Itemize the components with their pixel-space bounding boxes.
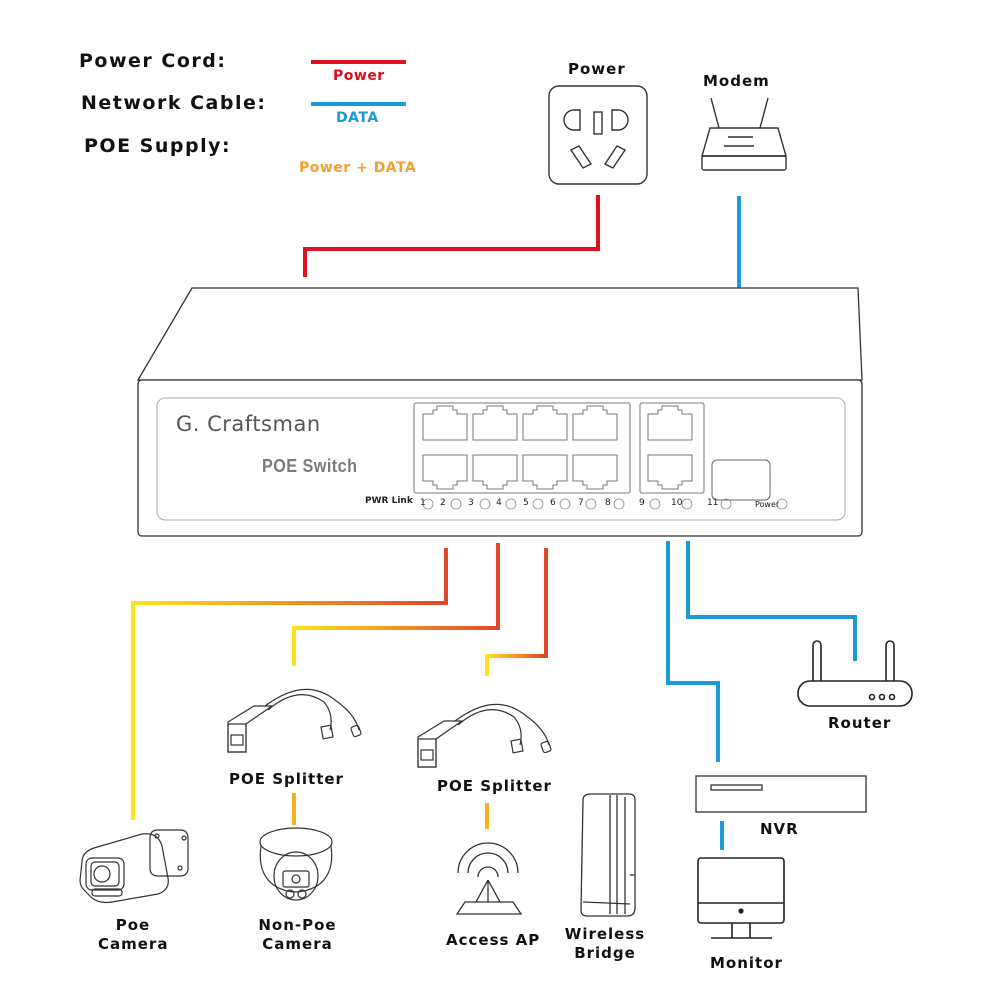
poe-splitter-2-label: POE Splitter: [437, 777, 552, 795]
wireless-bridge-label-line2: Bridge: [574, 944, 636, 962]
nvr-label: NVR: [760, 820, 799, 838]
monitor-label: Monitor: [710, 954, 783, 972]
port-led-6: [559, 498, 571, 510]
port-led-4: [505, 498, 517, 510]
wireless-bridge-icon: [580, 793, 636, 917]
rj45-port-8[interactable]: [572, 454, 618, 490]
port-number-label: 2: [440, 498, 446, 508]
poe-camera-icon: [79, 829, 189, 904]
poe-cable-splitter-2: [485, 548, 548, 676]
port-number-label: 6: [550, 498, 556, 508]
poe-splitter-1-label: POE Splitter: [229, 770, 344, 788]
modem-label: Modem: [703, 72, 770, 90]
port-led-10: [681, 498, 693, 510]
port-number-label: 9: [639, 498, 645, 508]
switch-brand: G. Craftsman: [176, 412, 321, 436]
legend-power-cord-title: Power Cord:: [79, 50, 227, 72]
wireless-bridge-label-line1: Wireless: [564, 925, 646, 943]
access-ap-label: Access AP: [446, 931, 541, 949]
port-led-5: [532, 498, 544, 510]
power-cord-cable: [303, 195, 600, 277]
poe-switch: [136, 287, 863, 537]
port-number-label: 5: [523, 498, 529, 508]
legend-network-cable-title: Network Cable:: [81, 92, 267, 114]
nvr-icon: [695, 775, 867, 813]
wireless-bridge-label: Wireless Bridge: [560, 925, 650, 963]
port-number-label: 4: [496, 498, 502, 508]
port-led-9: [649, 498, 661, 510]
access-ap-icon: [455, 842, 523, 915]
legend-power-label: Power: [333, 68, 385, 84]
port-number-label: 1: [420, 498, 426, 508]
port-number-label: 10: [671, 498, 683, 508]
poe-camera-label: Poe Camera: [98, 916, 168, 954]
legend-data-label: DATA: [336, 110, 379, 126]
router-icon: [797, 640, 913, 707]
power-led: [776, 498, 788, 510]
port-led-3: [479, 498, 491, 510]
poe-camera-label-line2: Camera: [98, 935, 169, 953]
port-group-1-8: [413, 402, 631, 494]
switch-model: POE Switch: [262, 456, 358, 476]
monitor-icon: [697, 857, 785, 939]
port-led-2: [450, 498, 462, 510]
rj45-port-9[interactable]: [647, 405, 693, 441]
legend-poe-label: Power + DATA: [299, 160, 417, 176]
power-socket-label: Power: [568, 60, 626, 78]
port-number-label: 8: [605, 498, 611, 508]
port-number-label: 11: [707, 498, 719, 508]
port-group-9-10: [639, 402, 705, 494]
poe-camera-label-line1: Poe: [115, 916, 151, 934]
rj45-port-10[interactable]: [647, 454, 693, 490]
pwr-link-label: PWR Link: [365, 496, 413, 506]
legend-poe-supply-title: POE Supply:: [84, 135, 232, 157]
port-led-1: [422, 498, 434, 510]
power-led-label: Power: [755, 500, 780, 509]
rj45-port-3[interactable]: [472, 405, 518, 441]
non-poe-camera-label-line2: Camera: [262, 935, 333, 953]
non-poe-camera-label-line1: Non-Poe: [258, 916, 337, 934]
data-cable-router: [686, 541, 857, 661]
rj45-port-4[interactable]: [472, 454, 518, 490]
data-cable-nvr: [666, 541, 720, 762]
port-led-11: [720, 498, 732, 510]
port-led-8: [613, 498, 625, 510]
port-number-label: 3: [468, 498, 474, 508]
router-label: Router: [828, 714, 892, 732]
rj45-port-5[interactable]: [522, 405, 568, 441]
non-poe-camera-icon: [259, 827, 333, 901]
modem-icon: [701, 97, 787, 171]
port-led-7: [585, 498, 597, 510]
poe-splitter-icon: [417, 703, 552, 768]
rj45-port-2[interactable]: [422, 454, 468, 490]
poe-cable-splitter-1: [292, 543, 500, 666]
sfp-port[interactable]: [711, 459, 771, 501]
power-socket-icon: [548, 85, 648, 185]
rj45-port-7[interactable]: [572, 405, 618, 441]
port-number-label: 7: [578, 498, 584, 508]
poe-splitter-icon: [227, 688, 362, 753]
rj45-port-6[interactable]: [522, 454, 568, 490]
poe-cable-poe-camera: [131, 548, 448, 820]
non-poe-camera-label: Non-Poe Camera: [250, 916, 345, 954]
rj45-port-1[interactable]: [422, 405, 468, 441]
